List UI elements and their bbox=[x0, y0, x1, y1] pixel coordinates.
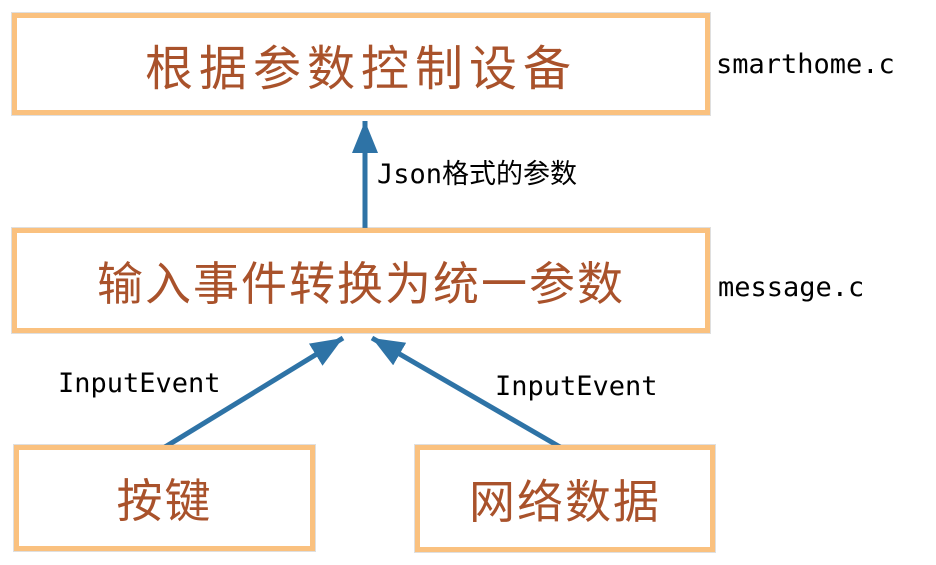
node-smarthome: 根据参数控制设备 bbox=[11, 12, 711, 116]
node-smarthome-label: 根据参数控制设备 bbox=[144, 41, 577, 97]
node-message-label: 输入事件转换为统一参数 bbox=[97, 256, 625, 311]
file-label-smarthome: smarthome.c bbox=[716, 49, 895, 80]
node-key-label: 按键 bbox=[116, 474, 213, 528]
edge-label-input-event-left: InputEvent bbox=[58, 368, 221, 399]
node-network-label: 网络数据 bbox=[469, 474, 661, 529]
node-message: 输入事件转换为统一参数 bbox=[11, 227, 711, 334]
edge-label-json-param: Json格式的参数 bbox=[377, 159, 578, 190]
edge-label-input-event-right: InputEvent bbox=[495, 371, 658, 402]
node-key: 按键 bbox=[13, 444, 316, 552]
node-network: 网络数据 bbox=[414, 444, 716, 553]
file-label-message: message.c bbox=[718, 272, 865, 303]
